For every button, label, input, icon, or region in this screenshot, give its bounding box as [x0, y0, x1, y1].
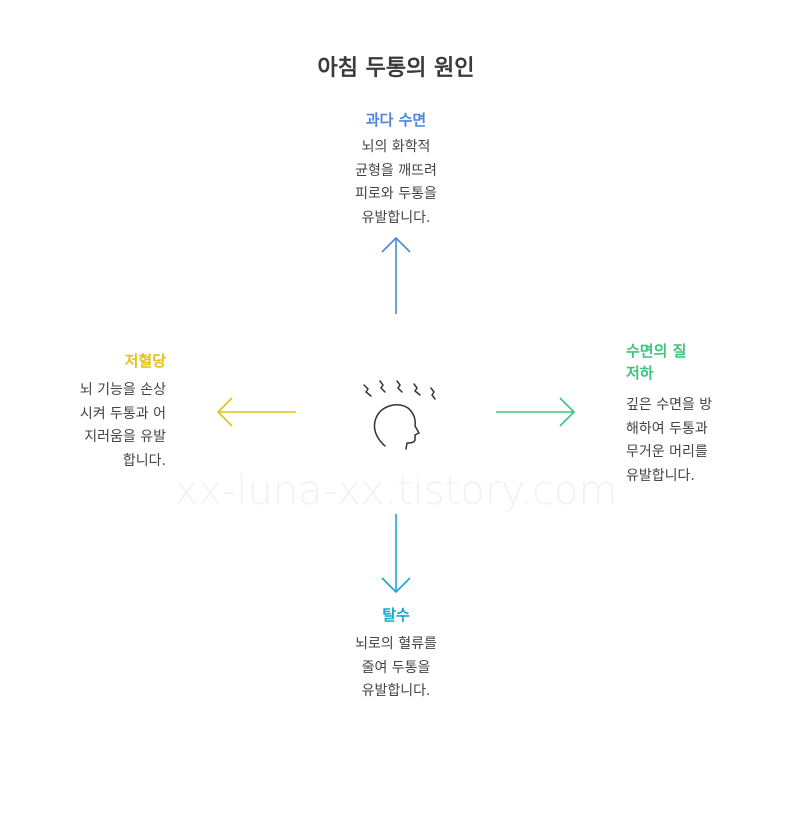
arrow-right	[496, 397, 576, 427]
arrow-top	[381, 236, 411, 314]
cause-label-left: 저혈당	[124, 352, 166, 370]
cause-label-right: 수면의 질 저하	[626, 342, 687, 382]
diagram-title: 아침 두통의 원인	[317, 56, 475, 81]
cause-desc-bottom: 뇌로의 혈류를 줄여 두통을 유발합니다.	[355, 636, 437, 699]
cause-desc-left: 뇌 기능을 손상 시켜 두통과 어 지러움을 유발 합니다.	[79, 382, 166, 469]
cause-label-bottom: 탈수	[382, 606, 410, 624]
watermark: xx-luna-xx.tistory.com	[174, 468, 618, 514]
arrow-left	[216, 397, 296, 427]
cause-desc-right: 깊은 수면을 방 해하여 두통과 무거운 머리를 유발합니다.	[626, 397, 713, 484]
cause-desc-top: 뇌의 화학적 균형을 깨뜨려 피로와 두통을 유발합니다.	[355, 139, 437, 226]
arrow-bottom	[381, 514, 411, 594]
cause-label-top: 과다 수면	[365, 111, 427, 129]
headache-head-icon	[363, 380, 436, 450]
